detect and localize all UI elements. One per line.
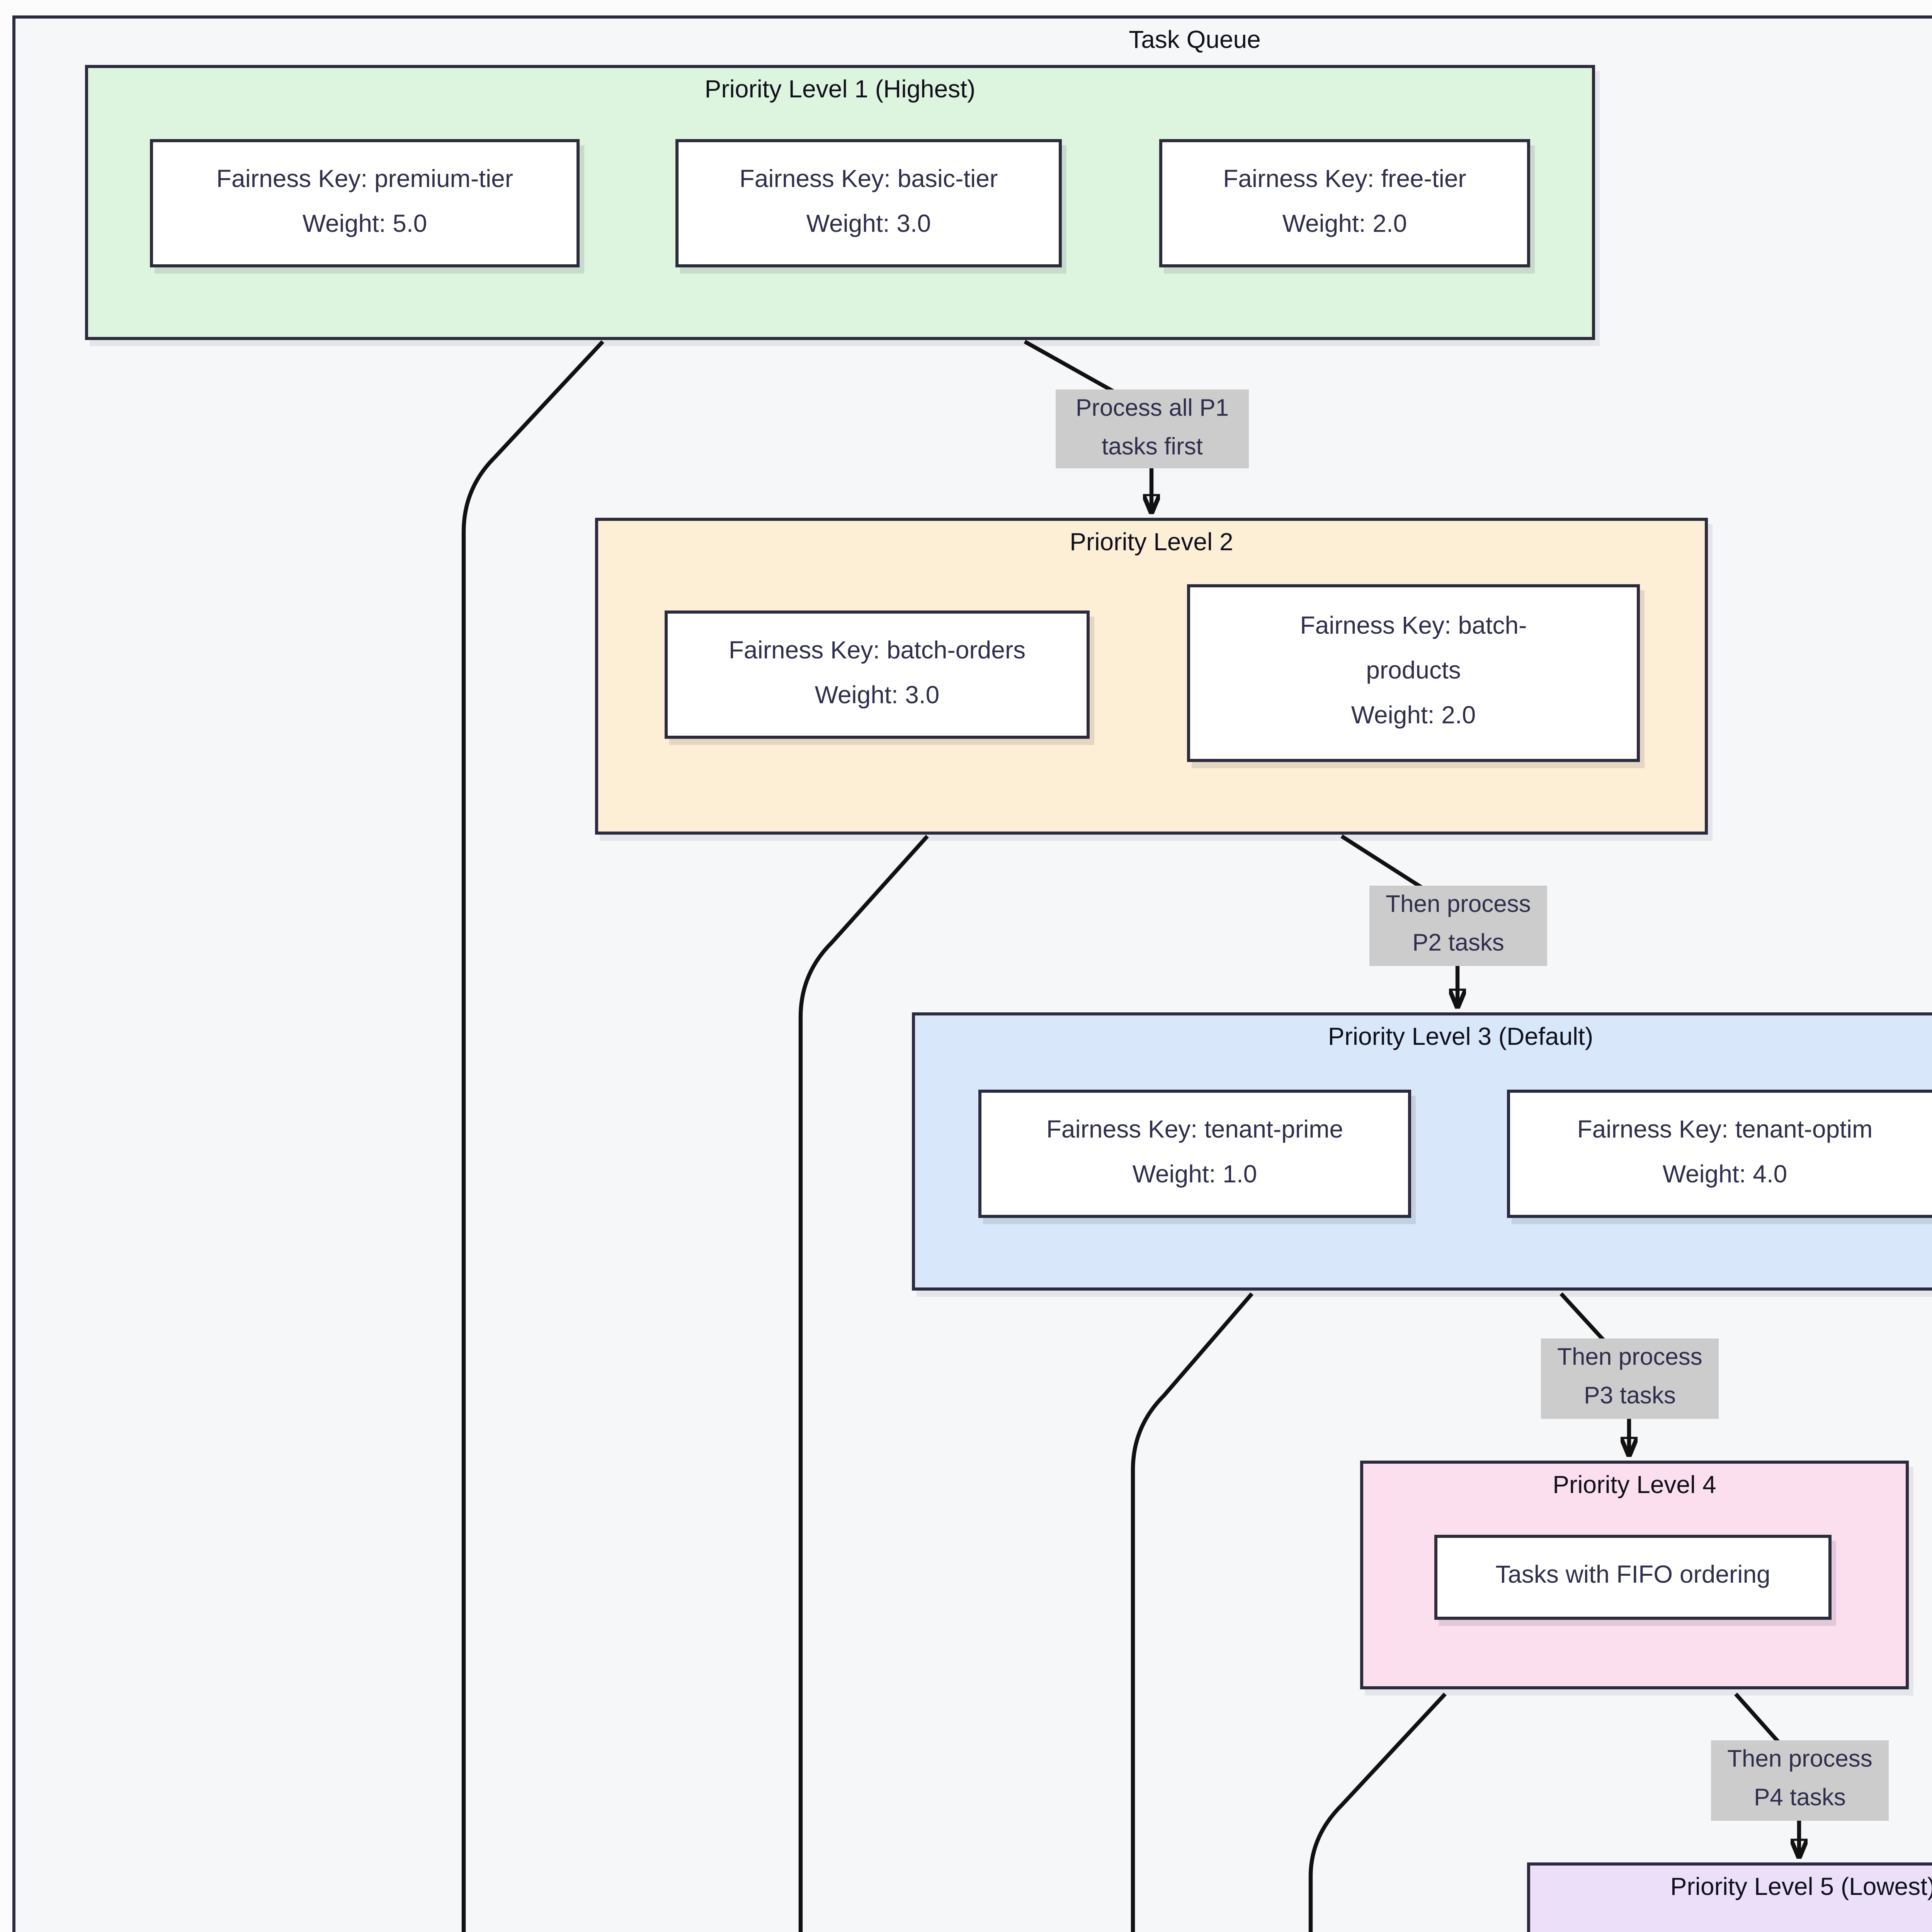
node-premium-tier: Fairness Key: premium-tier Weight: 5.0 [150,139,580,267]
node-line: Weight: 1.0 [1132,1162,1257,1188]
node-line: Weight: 4.0 [1662,1162,1787,1188]
node-basic-tier: Fairness Key: basic-tier Weight: 3.0 [675,139,1062,267]
priority-level-1-title: Priority Level 1 (Highest) [704,77,976,104]
node-line: Fairness Key: tenant-optim [1577,1117,1873,1143]
edge-label-line: P3 tasks [1584,1383,1676,1410]
node-line: Fairness Key: basic-tier [739,166,998,193]
priority-level-5-box: Priority Level 5 (Lowest) [1527,1862,1932,1932]
node-batch-orders: Fairness Key: batch-orders Weight: 3.0 [665,611,1090,739]
node-line: Weight: 3.0 [815,682,940,709]
node-batch-products: Fairness Key: batch- products Weight: 2.… [1187,584,1640,762]
edge-label-line: Then process [1557,1345,1702,1371]
priority-level-3-title: Priority Level 3 (Default) [1328,1025,1594,1051]
edge-label-line: Process all P1 [1075,395,1229,422]
node-line: Fairness Key: batch-orders [728,638,1026,664]
node-free-tier: Fairness Key: free-tier Weight: 2.0 [1159,139,1530,267]
node-line: Weight: 3.0 [806,211,931,237]
edge-label-process-p1: Process all P1 tasks first [1056,389,1249,468]
node-line: Fairness Key: batch- [1300,614,1527,641]
edge-label-line: Then process [1727,1747,1872,1773]
node-line: products [1366,658,1461,685]
edge-label-process-p3: Then process P3 tasks [1541,1338,1719,1419]
task-queue-title: Task Queue [1129,28,1261,54]
node-fifo-p4: Tasks with FIFO ordering [1434,1535,1832,1620]
node-line: Weight: 2.0 [1351,703,1476,730]
edge-label-line: tasks first [1102,434,1203,460]
priority-level-2-title: Priority Level 2 [1070,530,1233,556]
node-tenant-optim: Fairness Key: tenant-optim Weight: 4.0 [1507,1090,1932,1218]
node-line: Fairness Key: premium-tier [216,166,514,193]
node-line: Weight: 5.0 [302,211,427,237]
node-line: Tasks with FIFO ordering [1495,1563,1770,1589]
priority-level-5-title: Priority Level 5 (Lowest) [1670,1875,1932,1901]
edge-label-line: Then process [1386,892,1531,918]
node-line: Fairness Key: tenant-prime [1046,1117,1344,1143]
edge-label-process-p4: Then process P4 tasks [1711,1740,1889,1821]
edge-label-line: P2 tasks [1412,930,1504,957]
node-line: Fairness Key: free-tier [1223,166,1466,193]
edge-label-process-p2: Then process P2 tasks [1369,886,1547,966]
node-tenant-prime: Fairness Key: tenant-prime Weight: 1.0 [978,1090,1411,1218]
edge-label-line: P4 tasks [1754,1785,1846,1811]
node-line: Weight: 2.0 [1282,211,1407,237]
priority-level-4-title: Priority Level 4 [1553,1473,1716,1499]
